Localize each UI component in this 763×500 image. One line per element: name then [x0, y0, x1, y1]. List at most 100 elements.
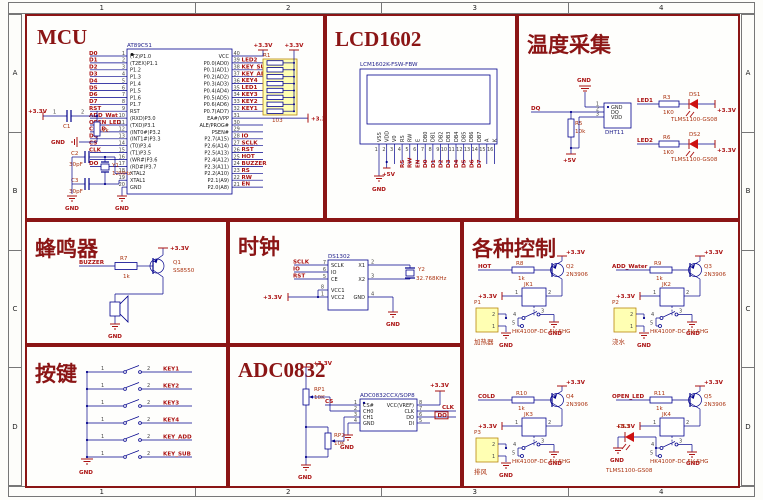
- mcu-pin-row: CLK 15 (T1)P3.5: [89, 147, 151, 156]
- cap-value: 30pF: [69, 189, 83, 195]
- panel-title: ADC0832: [238, 358, 326, 382]
- net-label: BUZZER: [242, 161, 268, 167]
- cap-value: 30pF: [69, 162, 83, 168]
- net-label: KEY2: [163, 384, 179, 390]
- pin-name: VCC: [219, 54, 230, 60]
- pin-name: P1.2: [130, 68, 141, 74]
- key-switch-row: 1 2 KEY1: [85, 365, 192, 374]
- pin-name: EA#/VPP: [207, 116, 229, 122]
- pin-number: 6: [413, 147, 416, 153]
- pin-name: CE: [331, 277, 338, 283]
- lcd-pin: A 15: [479, 138, 491, 164]
- mcu-pin-row: 28 IO P2.7(A15): [204, 133, 263, 143]
- lcd-pins: VSS 1 VDD 2 V0 3 RS 4 RS: [375, 131, 499, 168]
- pin-number: 16: [119, 154, 125, 160]
- net-label: D7: [477, 159, 483, 168]
- pin-number: 12: [456, 147, 462, 153]
- pin-name: VSS: [377, 132, 383, 142]
- lcd-pin: DB5 12 D5: [456, 132, 467, 168]
- net-label: HOT: [242, 154, 255, 160]
- relay-ref: JK4: [661, 412, 671, 418]
- net-label: LED2: [637, 138, 653, 144]
- net-label: SCLK: [242, 140, 259, 146]
- pin-name: IO: [331, 270, 336, 276]
- net-label: ADD_Water: [612, 264, 648, 270]
- pin-number: 16: [487, 147, 493, 153]
- transistor-ref: Q5: [704, 394, 712, 400]
- mcu-pin-row: D5 6 P1.5: [89, 85, 141, 94]
- net-label: KEY4: [163, 418, 179, 424]
- relay-ref: JK2: [661, 282, 671, 288]
- chip-part: ADC0832CCX/SOP8: [360, 393, 415, 399]
- lcd-pin: DB3 10 D3: [441, 132, 452, 168]
- pin1-marker: [606, 105, 610, 109]
- gnd-label: GND: [386, 322, 400, 328]
- zone-label: 1: [9, 487, 196, 496]
- panel-buzzer: 蜂鸣器 BUZZER R7 1k +3.3V Q1 SS8550: [25, 220, 228, 345]
- mcu-pin-row: 40 VCC: [219, 51, 263, 60]
- keys-gnd: GND: [79, 458, 93, 476]
- lcd-part-name: LCM1602K-FSW-FBW: [360, 62, 418, 68]
- relay-ref: JK1: [523, 282, 533, 288]
- net-label: D2: [439, 159, 445, 168]
- pin-number: 38: [234, 65, 240, 71]
- net-label: KEY1: [163, 367, 179, 373]
- mcu-pin-row: 32 KEY1 P0.7(AD7): [204, 106, 263, 115]
- pin-number: 37: [234, 72, 240, 78]
- net-label: D4: [454, 159, 460, 168]
- pin-name: (INT0#)P3.2: [130, 130, 161, 136]
- pin-name: RW: [408, 134, 414, 142]
- resistor-pack-r1: R1 103: [262, 50, 298, 124]
- zone-label: D: [745, 422, 751, 431]
- panel-keys: 按键 1 2 KEY1 1: [25, 345, 228, 488]
- key-switch-row: 1 2 KEY3: [85, 399, 192, 408]
- pin1-marker: [362, 401, 366, 405]
- panel-temperature: 温度采集 GND DHT11 1 2 3 GND DQ VDD DQ R5: [517, 14, 740, 220]
- power-33v-label: +3.3V: [311, 117, 323, 123]
- key-rows: 1 2 KEY1 1 2 KEY2: [85, 365, 192, 459]
- net-label: KEY2: [242, 99, 258, 105]
- mcu-power-rails: +3.3V +3.3V +3.3V: [254, 43, 323, 123]
- clock-gnd: GND 4 GND: [354, 292, 401, 329]
- pin-name: P0.4(AD4): [204, 88, 229, 94]
- pin-number: 1: [101, 400, 104, 406]
- power-33v-label: +3.3V: [430, 383, 450, 389]
- speaker-icon: [109, 301, 121, 317]
- led-indicator-row: LED1 R3 1K0 DS1 +3.3V TLMS1100-GS08: [637, 92, 737, 123]
- pin-name: DB2: [438, 132, 444, 142]
- pin-name: P1.3: [130, 75, 141, 81]
- pin-number: 7: [421, 147, 424, 153]
- zone-label: 4: [659, 4, 664, 12]
- net-label: EN: [242, 182, 251, 188]
- clock-pin-row: IO 6 IO: [293, 267, 336, 276]
- net-label: D1: [89, 58, 98, 64]
- mcu-pin-row: 21 EN P2.0(A8): [208, 182, 263, 191]
- pin-name: VCC2: [331, 295, 345, 301]
- pin-number: 8: [429, 147, 432, 153]
- net-label: KEY_ADD: [242, 71, 271, 77]
- pin-number: 11: [119, 120, 125, 126]
- net-label: KEY_ADD: [163, 435, 192, 441]
- res-ref: R7: [120, 256, 128, 262]
- dht11-circuit: GND DHT11 1 2 3 GND DQ VDD DQ R5 10k: [531, 78, 632, 164]
- pin-number: 11: [448, 147, 454, 153]
- mcu-pin-row: 20 GND: [119, 182, 142, 191]
- pin-number: 23: [234, 168, 240, 174]
- pin-name: CH0: [363, 409, 373, 415]
- crystal-y2: X1 2 Y2 32.768KHz X2 3: [358, 260, 446, 284]
- net-label: KEY_SUB: [163, 452, 191, 458]
- net-label: OPEN_LED: [89, 120, 122, 126]
- adc-schematic: ADC0832 +3.3V RP1 10K RP2 10K: [238, 358, 456, 481]
- pin-name: (T0)P3.4: [130, 144, 151, 150]
- mcu-pin-row: 23 RS P2.2(A10): [204, 168, 263, 177]
- res-value: 1k: [123, 274, 131, 280]
- temperature-schematic: 温度采集 GND DHT11 1 2 3 GND DQ VDD DQ R5: [527, 33, 737, 164]
- pin-number: 24: [234, 161, 240, 167]
- zone-label: 4: [659, 487, 664, 496]
- pin-number: 15: [479, 147, 485, 153]
- pin-name: XTAL2: [130, 171, 145, 177]
- pin-number: 2: [122, 58, 125, 64]
- led-indicator-row: LED2 R6 1K0 DS2 +3.3V TLMS1100-GS08: [637, 132, 737, 163]
- lcd-pin: K 16: [487, 138, 498, 164]
- pin-number: 15: [119, 147, 125, 153]
